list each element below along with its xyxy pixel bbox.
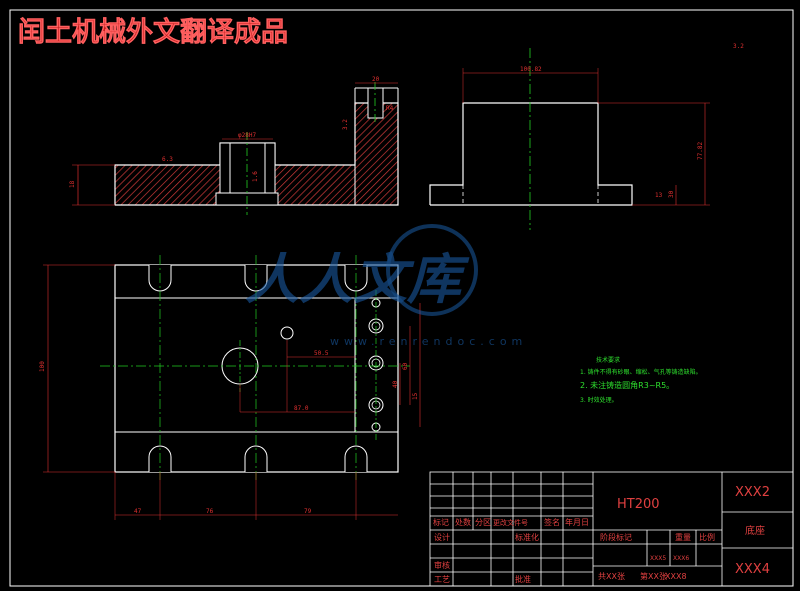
tb-part-name: 底座 [745,524,765,537]
tb-process: 工艺 [434,575,450,584]
title-block-text: 标记 处数 分区 更改文件号 签名 年月日 设计 标准化 审核 工艺 批准 HT… [433,485,770,584]
watermark-logo: 人人文库 www.renrendoc.com [245,224,527,348]
title-block-frame [429,471,794,587]
notes-item-1: 1. 铸件不得有砂眼、缩松、气孔等铸造缺陷。 [580,368,702,376]
dim-inner-a-label: 50.5 [314,350,329,357]
technical-notes: 技术要求 1. 铸件不得有砂眼、缩松、气孔等铸造缺陷。 2. 未注铸造圆角R3~… [580,356,702,404]
bore-hole [229,142,266,194]
tb-drawing-number: XXX4 [735,562,770,577]
front-view-right: 100.82 77.82 30 13 3.2 [429,43,744,230]
tb-designer: 设计 [434,532,450,542]
dim-bore-label: φ28H7 [238,132,256,139]
roughness-corner: 3.2 [733,43,744,50]
dim-step-height-label: 30 [668,190,675,198]
tb-stage-mark: 阶段标记 [600,532,632,542]
tb-label-date: 年月日 [565,517,589,527]
tb-scale: 比例 [699,532,715,542]
tb-weight: 重量 [675,532,691,542]
tb-sheets: 共XX张 [598,572,625,581]
section-left-mid [274,164,356,206]
roughness-bore: 1.6 [252,171,259,182]
tb-label-doc: 更改文件号 [493,518,528,527]
tb-label-count: 处数 [455,517,471,527]
dim-top-width-label: 20 [372,76,380,83]
title-block [429,471,794,587]
dim-right-2-label: 40 [392,380,399,388]
plan-small-hole [280,326,294,340]
dim-front-top-label: 100.82 [520,66,542,73]
dim-front-height-label: 77.82 [697,142,704,160]
dim-bottom-1-label: 47 [134,508,142,515]
roughness-slot: 3.2 [342,119,349,130]
dim-step-small-label: 13 [655,192,663,199]
section-left-base [114,164,221,206]
roughness-left: 6.3 [162,156,173,163]
plan-view: 100 50.5 87.0 60 40 15 47 76 79 [39,255,421,520]
dim-slot-label: R4 [386,105,394,112]
tb-drawing-code: XXX2 [735,485,770,500]
watermark-logo-ring [386,224,478,316]
dim-left-height-label: 18 [69,180,76,188]
notes-item-3: 3. 时效处理。 [580,396,618,404]
drawing-frame [9,9,794,587]
front-view-outline [429,102,633,206]
tb-material: HT200 [617,497,660,512]
watermark-title: 闰土机械外文翻译成品 [18,16,288,48]
tb-weight-value: XXX5 [650,555,666,562]
tb-label-sign: 签名 [544,517,560,527]
tb-label-mark: 标记 [433,517,449,527]
tb-label-zone: 分区 [475,518,491,527]
dim-right-1-label: 60 [402,362,409,370]
tb-approval: 批准 [515,574,531,584]
notes-item-2: 2. 未注铸造圆角R3~R5。 [580,380,674,390]
dim-bottom-3-label: 79 [304,508,312,515]
watermark-logo-text: 人人文库 [245,248,470,311]
watermark-logo-url: www.renrendoc.com [330,335,527,348]
notes-heading: 技术要求 [596,356,620,364]
tb-sheet-value: XXX8 [665,572,687,581]
section-view-left: 18 φ28H7 20 6.3 1.6 3.2 R4 [69,76,399,215]
dim-inner-b-label: 87.0 [294,405,309,412]
tb-sheet-no: 第XX张 [640,571,667,581]
dim-right-3-label: 15 [412,392,419,400]
tb-reviewer: 审核 [434,560,450,570]
tb-standardization: 标准化 [515,532,539,542]
upright-slot [367,87,384,119]
dim-bottom-2-label: 76 [206,508,214,515]
dim-plan-height-label: 100 [39,361,46,372]
tb-scale-value: XXX6 [673,555,689,562]
